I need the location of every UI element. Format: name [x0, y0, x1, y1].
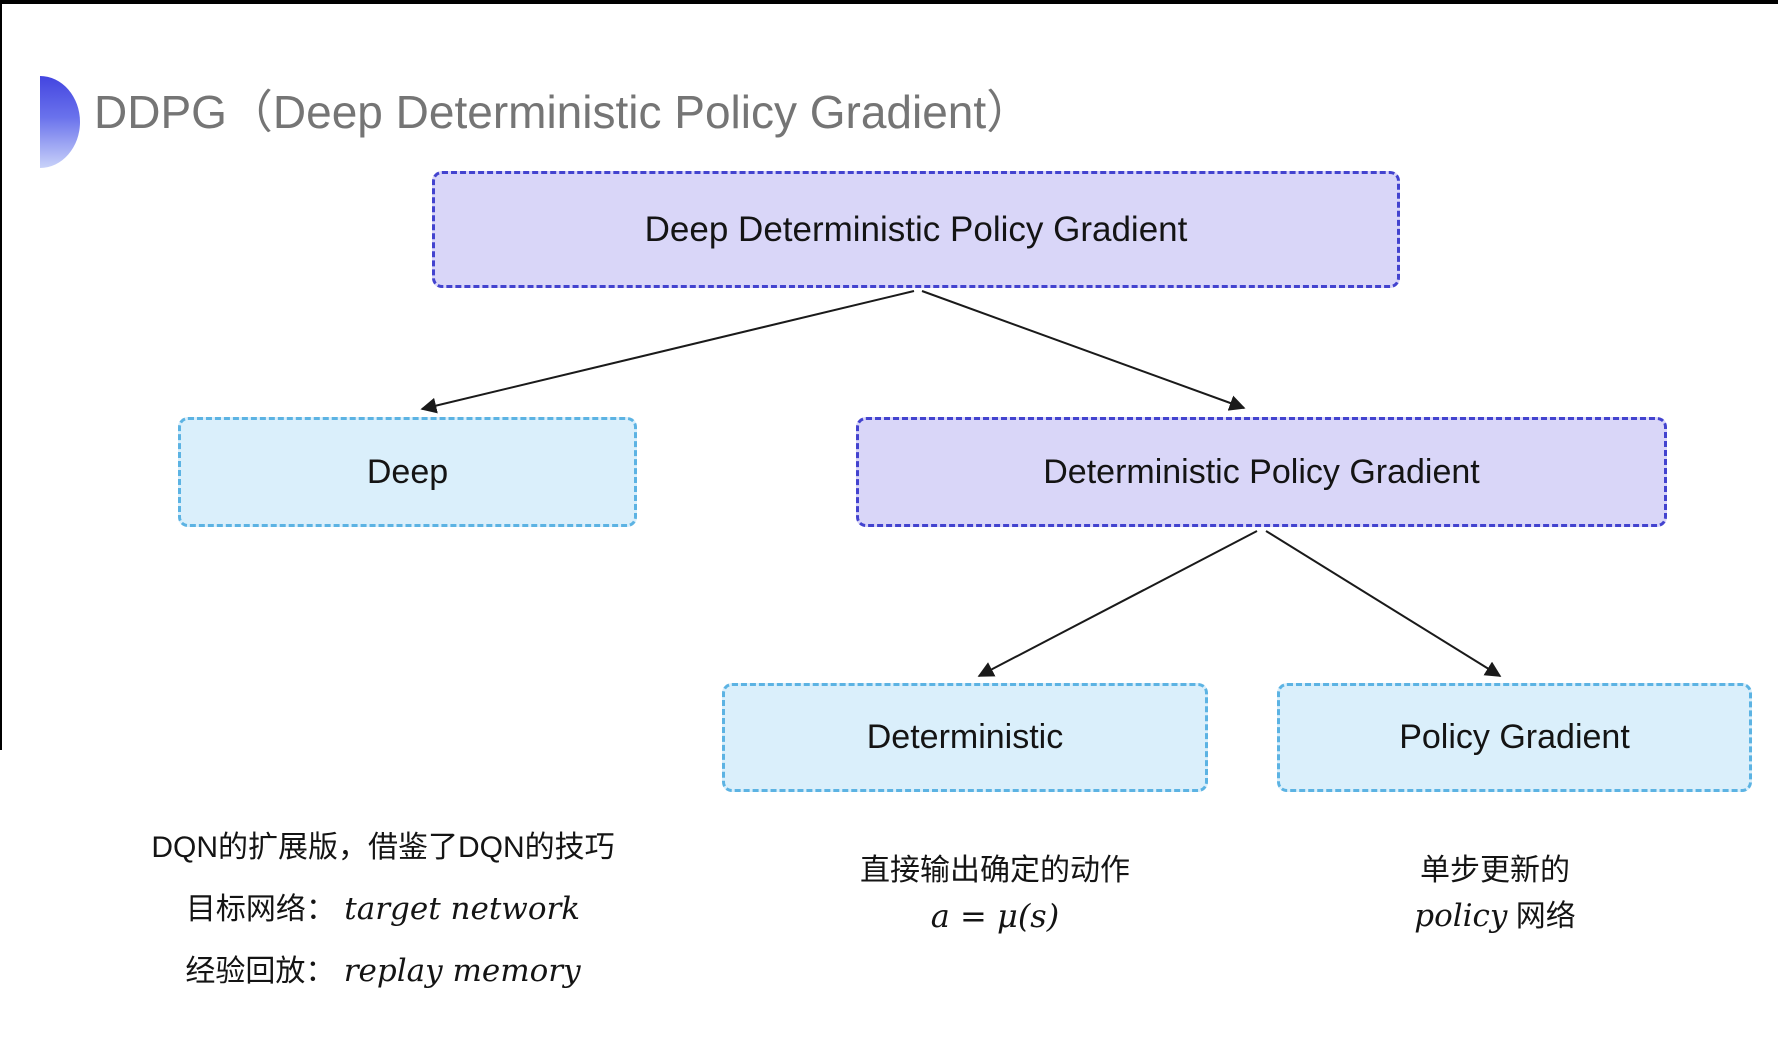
- note-policy-gradient-line2-term: policy: [1414, 898, 1508, 934]
- arrow-root-to-deep: [420, 290, 915, 414]
- note-deep-line1: DQN的扩展版，借鉴了DQN的技巧: [151, 831, 615, 864]
- note-deep-line3: 经验回放： replay memory: [185, 953, 580, 990]
- arrow-root-to-dpg: [921, 290, 1246, 411]
- node-deterministic: Deterministic: [722, 683, 1208, 792]
- note-deep-line2: 目标网络： target network: [186, 891, 580, 928]
- node-label: Policy Gradient: [1399, 718, 1630, 756]
- arrow-dpg-to-deterministic: [977, 530, 1258, 677]
- note-deterministic: 直接输出确定的动作 a = μ(s): [800, 853, 1190, 934]
- note-deep-line2-label: 目标网络：: [185, 893, 336, 926]
- note-policy-gradient: 单步更新的 policy 网络: [1305, 853, 1685, 935]
- arrow-dpg-to-policy-gradient: [1265, 530, 1502, 677]
- note-policy-gradient-line2-label: 网络: [1515, 900, 1576, 933]
- note-policy-gradient-line2: policy 网络: [1414, 898, 1576, 935]
- note-policy-gradient-line1: 单步更新的: [1420, 854, 1570, 887]
- note-deep-line3-label: 经验回放：: [185, 955, 336, 988]
- page-title: DDPG（Deep Deterministic Policy Gradient）: [94, 86, 1033, 138]
- screen-top-border: [0, 0, 1778, 4]
- node-label: Deterministic: [866, 718, 1064, 756]
- screen-left-border: [0, 0, 2, 750]
- node-deep-deterministic-policy-gradient: Deep Deterministic Policy Gradient: [432, 171, 1400, 288]
- note-deep-line2-term: target network: [344, 891, 581, 927]
- node-deep: Deep: [178, 417, 637, 527]
- node-label: Deterministic Policy Gradient: [1043, 452, 1480, 491]
- node-policy-gradient: Policy Gradient: [1277, 683, 1752, 792]
- node-deterministic-policy-gradient: Deterministic Policy Gradient: [856, 417, 1667, 527]
- node-label: Deep: [366, 452, 449, 491]
- note-deep-line3-term: replay memory: [343, 953, 581, 989]
- title-bullet-icon: [40, 76, 80, 168]
- note-deep: DQN的扩展版，借鉴了DQN的技巧 目标网络： target network 经…: [118, 830, 648, 990]
- node-label: Deep Deterministic Policy Gradient: [644, 209, 1188, 249]
- note-deterministic-formula: a = μ(s): [930, 897, 1060, 935]
- note-deterministic-line1: 直接输出确定的动作: [860, 854, 1130, 887]
